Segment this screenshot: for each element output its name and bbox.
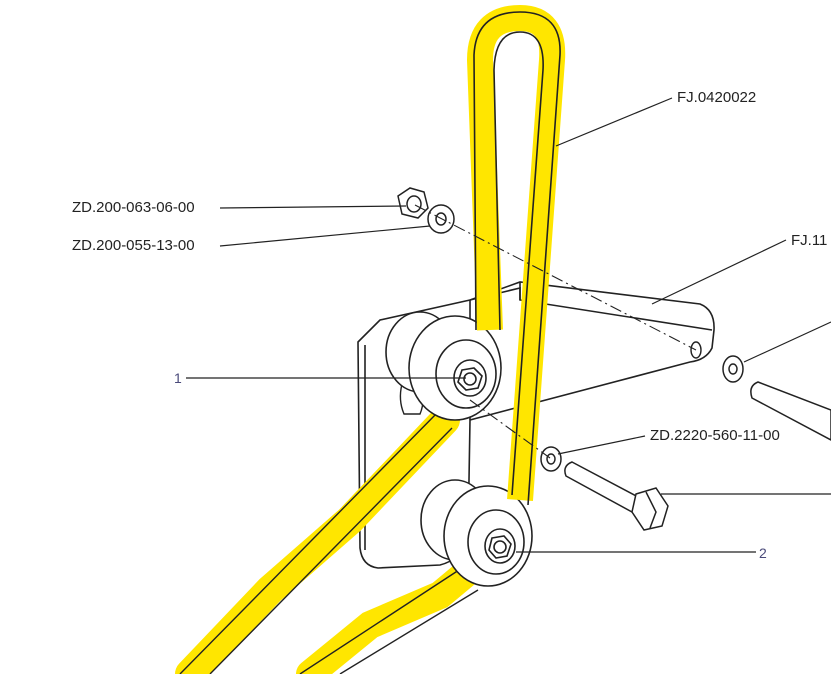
idler-pulley-1: [385, 311, 502, 421]
callout-bracket-part-number: FJ.11: [791, 232, 828, 249]
lower-belt: [175, 405, 484, 674]
leader-lines: [186, 97, 831, 553]
idler-pulley-2: [420, 479, 533, 587]
callout-washer-lower-part-number: ZD.2220-560-11-00: [650, 427, 780, 444]
callout-idler-1: 1: [174, 370, 182, 386]
callout-nut-part-number: ZD.200-063-06-00: [72, 199, 195, 216]
callout-idler-2: 2: [759, 545, 767, 561]
washer-lower: [540, 446, 562, 472]
centerlines: [414, 204, 697, 459]
belt-loop: [467, 5, 566, 506]
bolt-lower: [564, 461, 669, 531]
callout-washer-upper-part-number: ZD.200-055-13-00: [72, 237, 195, 254]
nut: [397, 187, 429, 219]
callout-belt-part-number: FJ.0420022: [677, 89, 757, 106]
washer-right: [722, 355, 744, 383]
bolt-right: [750, 381, 831, 441]
